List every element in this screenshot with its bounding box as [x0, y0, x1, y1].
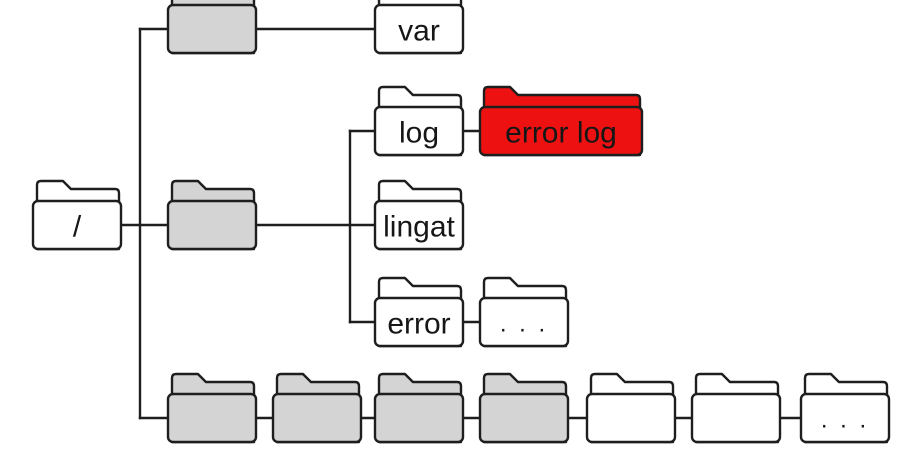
folder-body	[166, 199, 258, 251]
folder-top-dir[interactable]	[166, 0, 258, 55]
folder-bottom-1[interactable]	[166, 372, 258, 444]
folder-label-error-more: . . .	[500, 311, 548, 338]
folder-body	[478, 296, 570, 348]
folder-mid-dir[interactable]	[166, 179, 258, 251]
folder-label-error: error	[387, 308, 450, 341]
folder-body	[478, 105, 644, 157]
folder-bottom-4[interactable]	[478, 372, 570, 444]
folder-body	[271, 392, 363, 444]
folder-var[interactable]: var	[373, 0, 465, 55]
folder-log[interactable]: log	[373, 85, 465, 157]
folder-body	[690, 392, 782, 444]
folder-error-more[interactable]: . . .	[478, 276, 570, 348]
folder-label-lingat: lingat	[383, 211, 455, 244]
folder-bottom-more[interactable]: . . .	[799, 372, 891, 444]
folder-bottom-6[interactable]	[690, 372, 782, 444]
folder-body	[166, 392, 258, 444]
folder-label-root: /	[73, 211, 82, 244]
folder-body	[166, 3, 258, 55]
folder-body	[373, 199, 465, 251]
folder-lingat[interactable]: lingat	[373, 179, 465, 251]
folder-label-error-log: error log	[505, 117, 617, 150]
folder-root[interactable]: /	[31, 179, 123, 251]
folder-label-var: var	[398, 15, 440, 48]
folder-bottom-3[interactable]	[373, 372, 465, 444]
folder-error-log[interactable]: error log	[478, 85, 644, 157]
folder-label-log: log	[399, 117, 439, 150]
folder-nodes: / var log error log lingat error . . . . . .	[31, 0, 891, 444]
folder-bottom-5[interactable]	[585, 372, 677, 444]
folder-body	[373, 105, 465, 157]
folder-label-bottom-more: . . .	[821, 407, 869, 434]
folder-body	[799, 392, 891, 444]
folder-body	[478, 392, 570, 444]
folder-body	[373, 392, 465, 444]
folder-bottom-2[interactable]	[271, 372, 363, 444]
folder-body	[373, 296, 465, 348]
folder-body	[585, 392, 677, 444]
folder-error[interactable]: error	[373, 276, 465, 348]
connector-lines	[119, 27, 803, 420]
folder-body	[31, 199, 123, 251]
folder-body	[373, 3, 465, 55]
